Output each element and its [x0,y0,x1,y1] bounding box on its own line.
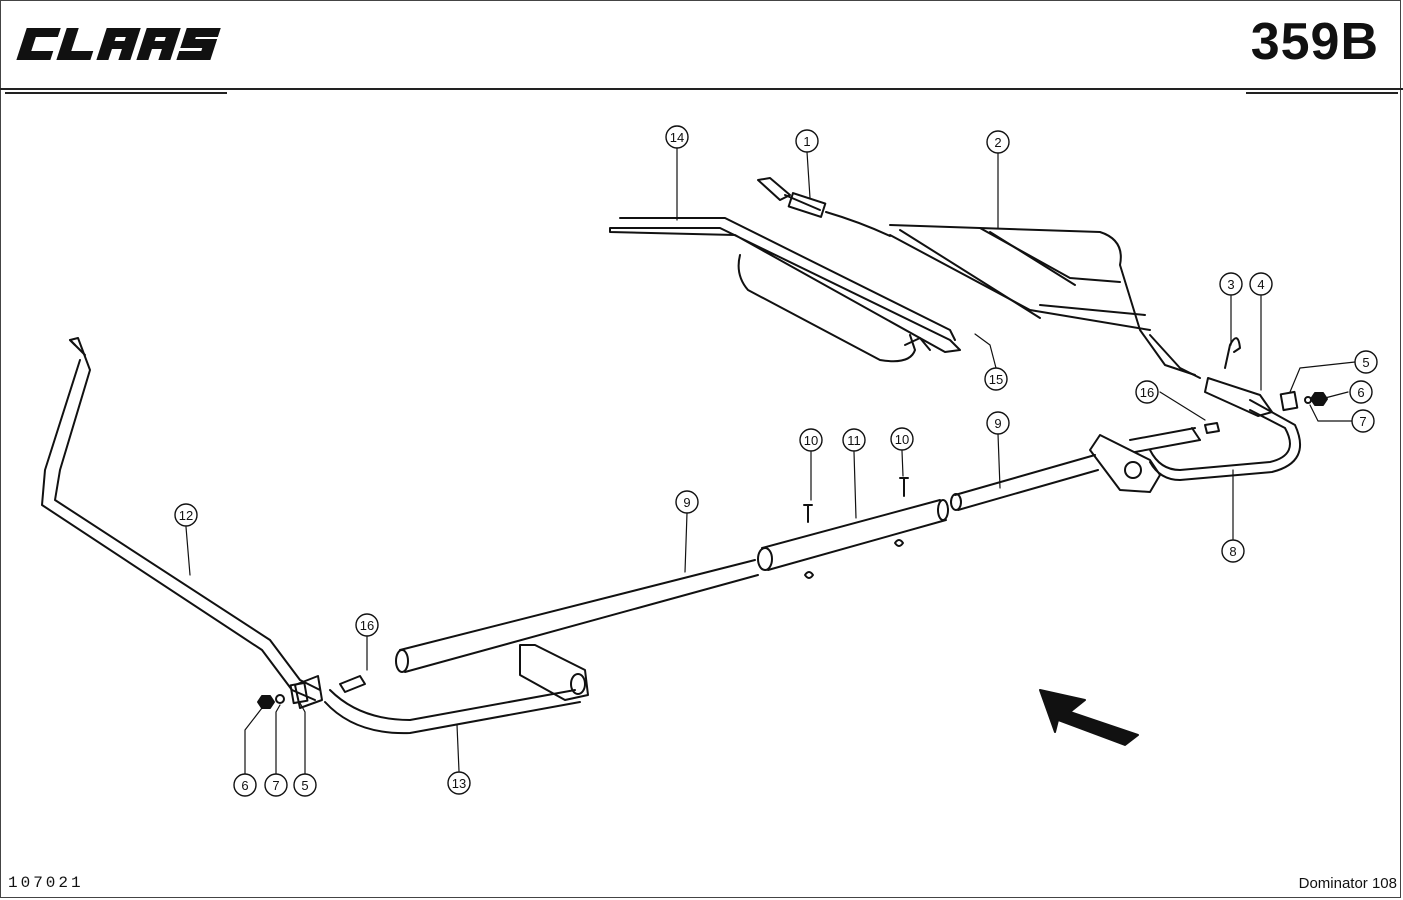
leader-lines [185,147,1356,775]
svg-text:2: 2 [994,135,1001,150]
svg-text:9: 9 [994,416,1001,431]
callout-5-left: 5 [293,773,317,797]
callout-16-left: 16 [355,613,379,637]
callout-13: 13 [447,771,471,795]
callout-15: 15 [984,367,1008,391]
svg-text:6: 6 [1357,385,1364,400]
callout-4: 4 [1249,272,1273,296]
part-9-left-tube [395,559,759,673]
svg-text:7: 7 [272,778,279,793]
callout-16-right: 16 [1135,380,1159,404]
svg-text:8: 8 [1229,544,1236,559]
svg-text:11: 11 [847,433,861,448]
callout-7-right: 7 [1351,409,1375,433]
part-10-bolts [803,477,909,579]
page-number-underline [1246,92,1398,94]
header-rule [0,88,1403,90]
svg-text:5: 5 [301,778,308,793]
logo-underline [5,92,227,94]
part-13-tube [324,644,589,735]
callout-5-right: 5 [1354,350,1378,374]
svg-text:1: 1 [803,134,810,149]
part-3-hook [1224,337,1241,369]
part-1-rod [757,177,891,237]
part-14-bracket [609,217,961,363]
svg-text:7: 7 [1359,414,1366,429]
callout-7-left: 7 [264,773,288,797]
part-12-rod [41,337,323,709]
svg-text:5: 5 [1362,355,1369,370]
svg-text:16: 16 [360,618,374,633]
part-11-sleeve [757,499,949,571]
callout-14: 14 [665,125,689,149]
callout-8: 8 [1221,539,1245,563]
callout-6-left: 6 [233,773,257,797]
svg-text:15: 15 [989,372,1003,387]
callout-3: 3 [1219,272,1243,296]
svg-text:4: 4 [1257,277,1264,292]
part-4-plate [1204,377,1273,417]
callout-12: 12 [174,503,198,527]
page-number: 359B [1250,13,1379,71]
right-fasteners [1279,390,1328,412]
svg-text:10: 10 [804,433,818,448]
svg-text:3: 3 [1227,277,1234,292]
part-8-tube [1089,399,1301,493]
callout-11: 11 [842,428,866,452]
callout-2: 2 [986,130,1010,154]
svg-text:14: 14 [670,130,684,145]
claas-logo [16,28,221,60]
svg-text:6: 6 [241,778,248,793]
svg-text:12: 12 [179,508,193,523]
callout-10-right: 10 [890,427,914,451]
svg-text:13: 13 [452,776,466,791]
direction-arrow-icon [1039,689,1139,746]
callout-10-left: 10 [799,428,823,452]
callout-9-right: 9 [986,411,1010,435]
callout-6-right: 6 [1349,380,1373,404]
drawing-number: 107021 [8,874,84,892]
model-name: Dominator 108 [1298,875,1397,892]
svg-text:16: 16 [1140,385,1154,400]
callout-9-left: 9 [675,490,699,514]
part-9-right-tube [950,454,1099,511]
svg-text:9: 9 [683,495,690,510]
left-fasteners [257,681,309,709]
callout-1: 1 [795,129,819,153]
svg-text:10: 10 [895,432,909,447]
part-2-frame [889,224,1201,379]
